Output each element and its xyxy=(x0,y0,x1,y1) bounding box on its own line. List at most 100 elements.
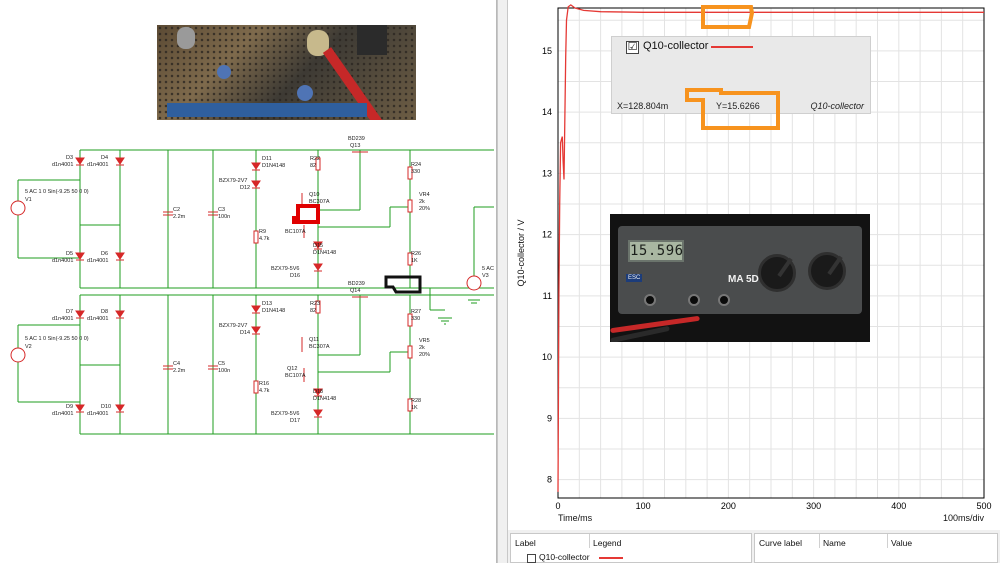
legend-table[interactable]: Label Legend Q10-collector xyxy=(510,533,752,563)
d18-type: D1N4148 xyxy=(313,396,336,402)
ground-highlight-marker xyxy=(384,275,422,294)
q13-ref: Q13 xyxy=(350,143,360,149)
x-tick-label: 200 xyxy=(721,501,736,511)
col-value-header[interactable]: Value xyxy=(891,538,913,548)
r16-value: 4.7k xyxy=(259,388,270,394)
d11-type: D1N4148 xyxy=(262,163,285,169)
r9-value: 4.7k xyxy=(259,236,270,242)
d16-ref: D16 xyxy=(290,273,300,279)
d14-ref: D14 xyxy=(240,330,250,336)
legend-checkbox[interactable]: ☑ xyxy=(626,41,639,54)
d7-type: d1n4001 xyxy=(52,316,73,322)
curve-info-table[interactable]: Curve label Name Value xyxy=(754,533,998,563)
d17-type: BZX79-5V6 xyxy=(271,411,299,417)
r24-value: 330 xyxy=(411,169,420,175)
d15-type: D1N4148 xyxy=(313,250,336,256)
pane-splitter[interactable] xyxy=(497,0,508,563)
d10-ref: D10 xyxy=(101,404,111,410)
d9-type: d1n4001 xyxy=(52,411,73,417)
c3-value: 100n xyxy=(218,214,230,220)
x-tick-label: 0 xyxy=(555,501,560,511)
circuit-board-photo xyxy=(157,25,416,120)
bottom-panel: Label Legend Q10-collector Curve label N… xyxy=(508,530,1000,563)
d13-type: D1N4148 xyxy=(262,308,285,314)
v2-ref: V2 xyxy=(25,344,32,350)
x-div-label: 100ms/div xyxy=(943,513,985,523)
d4-type: d1n4001 xyxy=(87,162,108,168)
r22-ref: R22 xyxy=(310,156,320,162)
chart-frame xyxy=(557,7,985,499)
col-label-header[interactable]: Label xyxy=(515,538,536,548)
q10-type: BC307A xyxy=(309,199,330,205)
d11-ref: D11 xyxy=(262,156,272,162)
ground-icon xyxy=(438,299,480,325)
input-jack xyxy=(644,294,656,306)
c2-ref: C2 xyxy=(173,207,180,213)
q14-ref: Q14 xyxy=(350,288,360,294)
d10-type: d1n4001 xyxy=(87,411,108,417)
c5-value: 100n xyxy=(218,368,230,374)
v1-label: 5 AC 1 0 Sin(-9.25 50 0 0) xyxy=(25,189,89,195)
peak-highlight-marker xyxy=(701,5,755,29)
col-curve-label-header[interactable]: Curve label xyxy=(759,538,802,548)
r23-value: 82 xyxy=(310,308,316,314)
y-tick-label: 11 xyxy=(543,291,552,301)
x-readout: X=128.804m xyxy=(617,101,669,111)
x-tick-label: 400 xyxy=(891,501,906,511)
r22-value: 82 xyxy=(310,163,316,169)
c3-ref: C3 xyxy=(218,207,225,213)
d3-type: d1n4001 xyxy=(52,162,73,168)
v2-label: 5 AC 1 0 Sin(-9.25 50 0 0) xyxy=(25,336,89,342)
q-lower-type: BC107A xyxy=(285,229,306,235)
r28-value: 1K xyxy=(411,405,418,411)
input-jack xyxy=(718,294,730,306)
d12-type: BZX79-2V7 xyxy=(219,178,247,184)
q12-type: BC107A xyxy=(285,373,306,379)
vr4-ref: VR4 xyxy=(419,192,430,198)
c4-value: 2.2m xyxy=(173,368,186,374)
d16-type: BZX79-5V6 xyxy=(271,266,299,272)
d17-ref: D17 xyxy=(290,418,300,424)
d6-ref: D6 xyxy=(101,251,108,257)
series-line-q10-collector xyxy=(557,4,984,492)
vr4-value: 2k xyxy=(419,199,425,205)
col-name-header[interactable]: Name xyxy=(823,538,846,548)
q10-ref: Q10 xyxy=(309,192,319,198)
row-visibility-checkbox[interactable] xyxy=(527,554,536,563)
q14-type: BD239 xyxy=(348,281,365,287)
c4-ref: C4 xyxy=(173,361,180,367)
d12-ref: D12 xyxy=(240,185,250,191)
circuit-schematic: 5 AC 1 0 Sin(-9.25 50 0 0) V1 D3 d1n4001… xyxy=(10,136,494,435)
d15-ref: D15 xyxy=(313,243,323,249)
c5-ref: C5 xyxy=(218,361,225,367)
multimeter-body: 15.596 ESC MA 5D xyxy=(618,226,862,314)
schematic-pane[interactable]: 5 AC 1 0 Sin(-9.25 50 0 0) V1 D3 d1n4001… xyxy=(0,0,497,563)
multimeter-model: MA 5D xyxy=(728,274,759,285)
col-legend-header[interactable]: Legend xyxy=(593,538,622,548)
d9-ref: D9 xyxy=(66,404,73,410)
y-tick-label: 10 xyxy=(542,352,552,362)
y-axis-label: Q10-collector / V xyxy=(516,219,526,286)
d8-ref: D8 xyxy=(101,309,108,315)
row-curve-label[interactable]: Q10-collector xyxy=(539,552,590,562)
y-tick-label: 14 xyxy=(542,107,552,117)
v1-ref: V1 xyxy=(25,197,32,203)
x-axis-label: Time/ms xyxy=(558,513,593,523)
r16-ref: R16 xyxy=(259,381,269,387)
d14-type: BZX79-2V7 xyxy=(219,323,247,329)
r9-ref: R9 xyxy=(259,229,266,235)
q12-ref: Q12 xyxy=(287,366,297,372)
readout-curve-name: Q10-collector xyxy=(810,101,864,111)
r26-value: 1K xyxy=(411,258,418,264)
y-tick-label: 15 xyxy=(542,46,552,56)
y-readout: Y=15.6266 xyxy=(716,101,760,111)
y-tick-label: 13 xyxy=(542,168,552,178)
q11-ref: Q11 xyxy=(309,337,319,343)
row-legend-swatch xyxy=(599,557,623,559)
r28-ref: R28 xyxy=(411,398,421,404)
vr5-value: 2k xyxy=(419,345,425,351)
d4-ref: D4 xyxy=(101,155,108,161)
q13-type: BD239 xyxy=(348,136,365,142)
